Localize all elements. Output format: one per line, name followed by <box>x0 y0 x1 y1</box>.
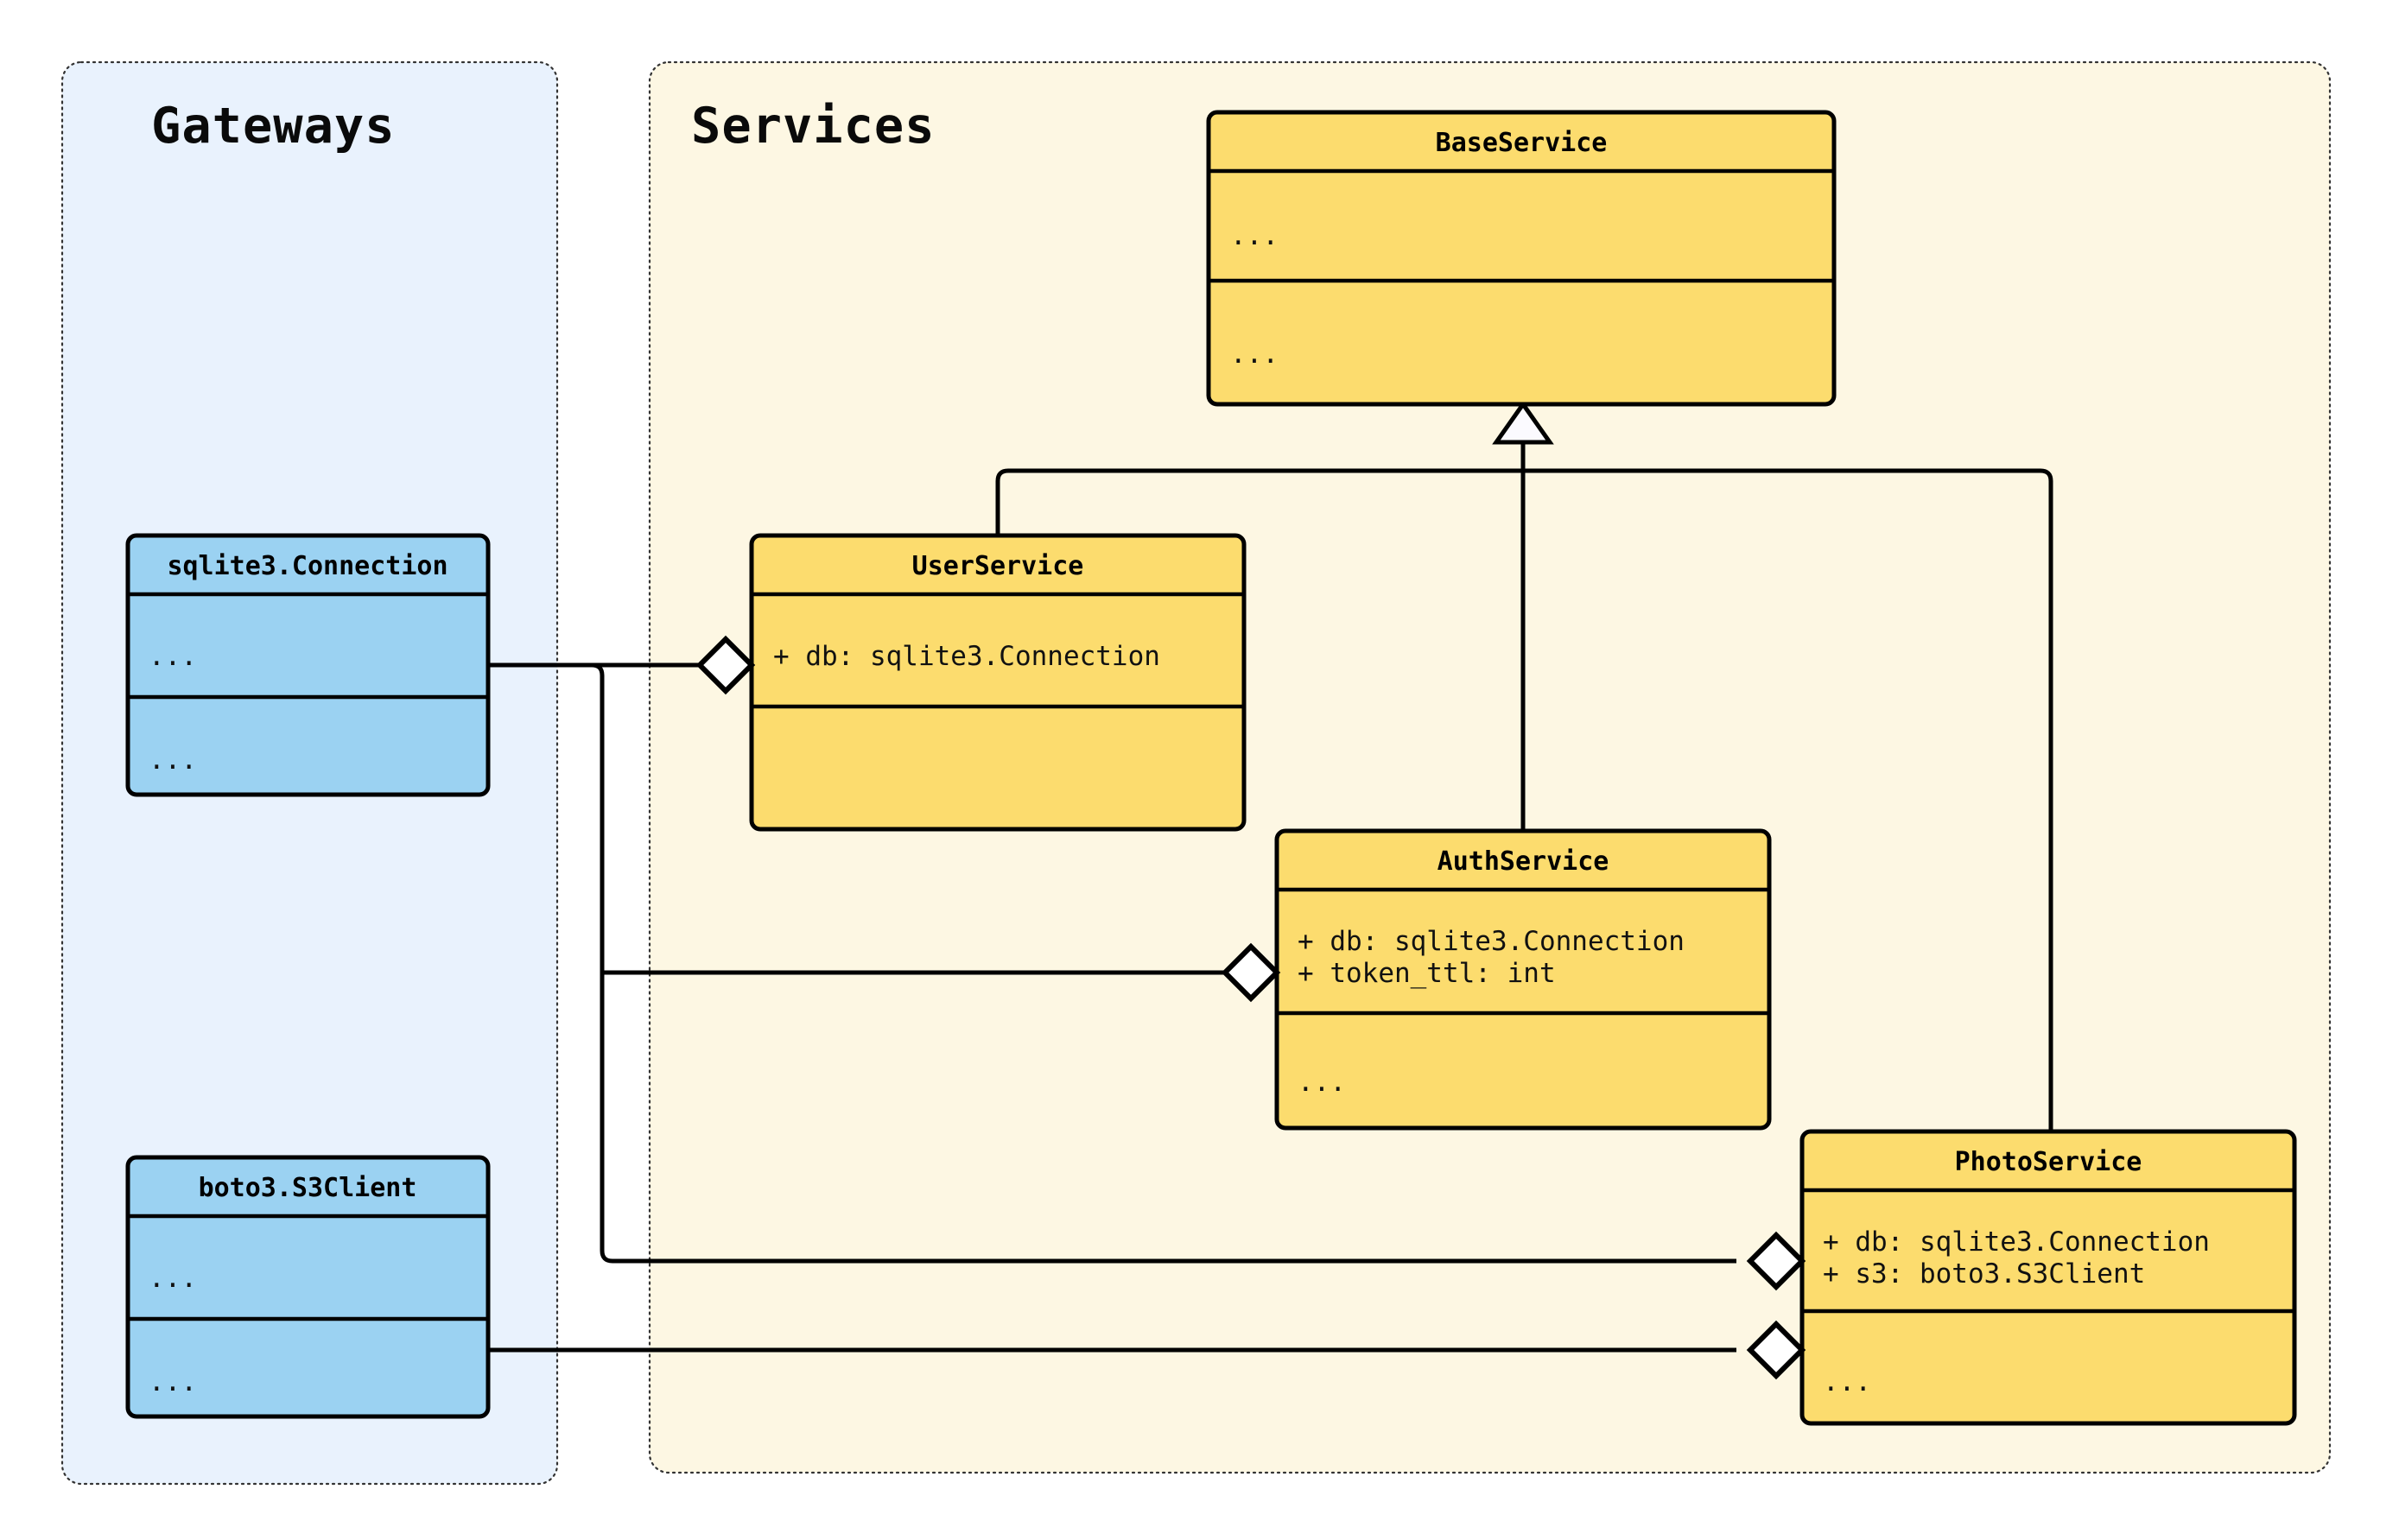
edge-aggregations-db <box>488 662 1736 1264</box>
class-auth-service-box <box>1274 828 1772 1131</box>
class-auth-service-name: AuthService <box>1437 846 1609 877</box>
class-base-service-name: BaseService <box>1436 128 1608 158</box>
class-base-service[interactable]: BaseService ... ... <box>1206 110 1837 407</box>
class-photo-service-attribute-1: + db: sqlite3.Connection <box>1823 1226 2210 1258</box>
class-photo-service-methods: ... <box>1823 1366 1871 1397</box>
package-gateways-title: Gateways <box>151 98 396 155</box>
class-base-service-attributes: ... <box>1230 220 1279 251</box>
class-boto3-s3client[interactable]: boto3.S3Client ... ... <box>125 1155 491 1419</box>
class-base-service-box <box>1206 110 1837 407</box>
aggregation-markers <box>695 635 1806 1380</box>
rel-photo-base-line[interactable] <box>1523 468 2053 1131</box>
class-user-service-attribute-1: + db: sqlite3.Connection <box>773 641 1160 672</box>
class-sqlite3-connection-methods: ... <box>149 745 197 776</box>
class-boto3-s3client-name: boto3.S3Client <box>199 1173 417 1203</box>
class-photo-service-attribute-2: + s3: boto3.S3Client <box>1823 1258 2145 1290</box>
class-base-service-methods: ... <box>1230 339 1279 370</box>
class-photo-service-box <box>1799 1129 2297 1426</box>
class-boto3-s3client-box <box>125 1155 491 1419</box>
class-user-service-name: UserService <box>912 551 1084 581</box>
hollow-triangle-icon <box>1492 400 1554 445</box>
class-sqlite3-connection-attributes: ... <box>149 641 197 672</box>
hollow-diamond-icon-user-service <box>695 635 756 695</box>
class-user-service-box <box>749 533 1247 832</box>
package-services-frame <box>648 60 2332 1474</box>
class-sqlite3-connection-box <box>125 533 491 797</box>
class-auth-service[interactable]: AuthService + db: sqlite3.Connection + t… <box>1274 828 1772 1131</box>
package-services-title: Services <box>691 98 936 155</box>
hollow-diamond-icon-photo-service-s3 <box>1746 1320 1806 1380</box>
class-photo-service-name: PhotoService <box>1955 1147 2142 1177</box>
class-boto3-s3client-methods: ... <box>149 1366 197 1397</box>
hollow-diamond-icon-photo-service-db <box>1746 1231 1806 1291</box>
class-photo-service[interactable]: PhotoService + db: sqlite3.Connection + … <box>1799 1129 2297 1426</box>
class-sqlite3-connection-name: sqlite3.Connection <box>167 551 447 581</box>
class-auth-service-attribute-1: + db: sqlite3.Connection <box>1298 926 1685 957</box>
package-services[interactable]: Services <box>648 60 2332 1474</box>
edge-generalizations <box>995 400 2053 1131</box>
rel-user-base-line[interactable] <box>995 468 1523 536</box>
class-sqlite3-connection[interactable]: sqlite3.Connection ... ... <box>125 533 491 797</box>
hollow-diamond-icon-auth-service <box>1221 942 1281 1003</box>
class-auth-service-attribute-2: + token_ttl: int <box>1298 958 1556 989</box>
class-auth-service-methods: ... <box>1298 1067 1346 1098</box>
class-boto3-s3client-attributes: ... <box>149 1263 197 1294</box>
class-user-service[interactable]: UserService + db: sqlite3.Connection <box>749 533 1247 832</box>
